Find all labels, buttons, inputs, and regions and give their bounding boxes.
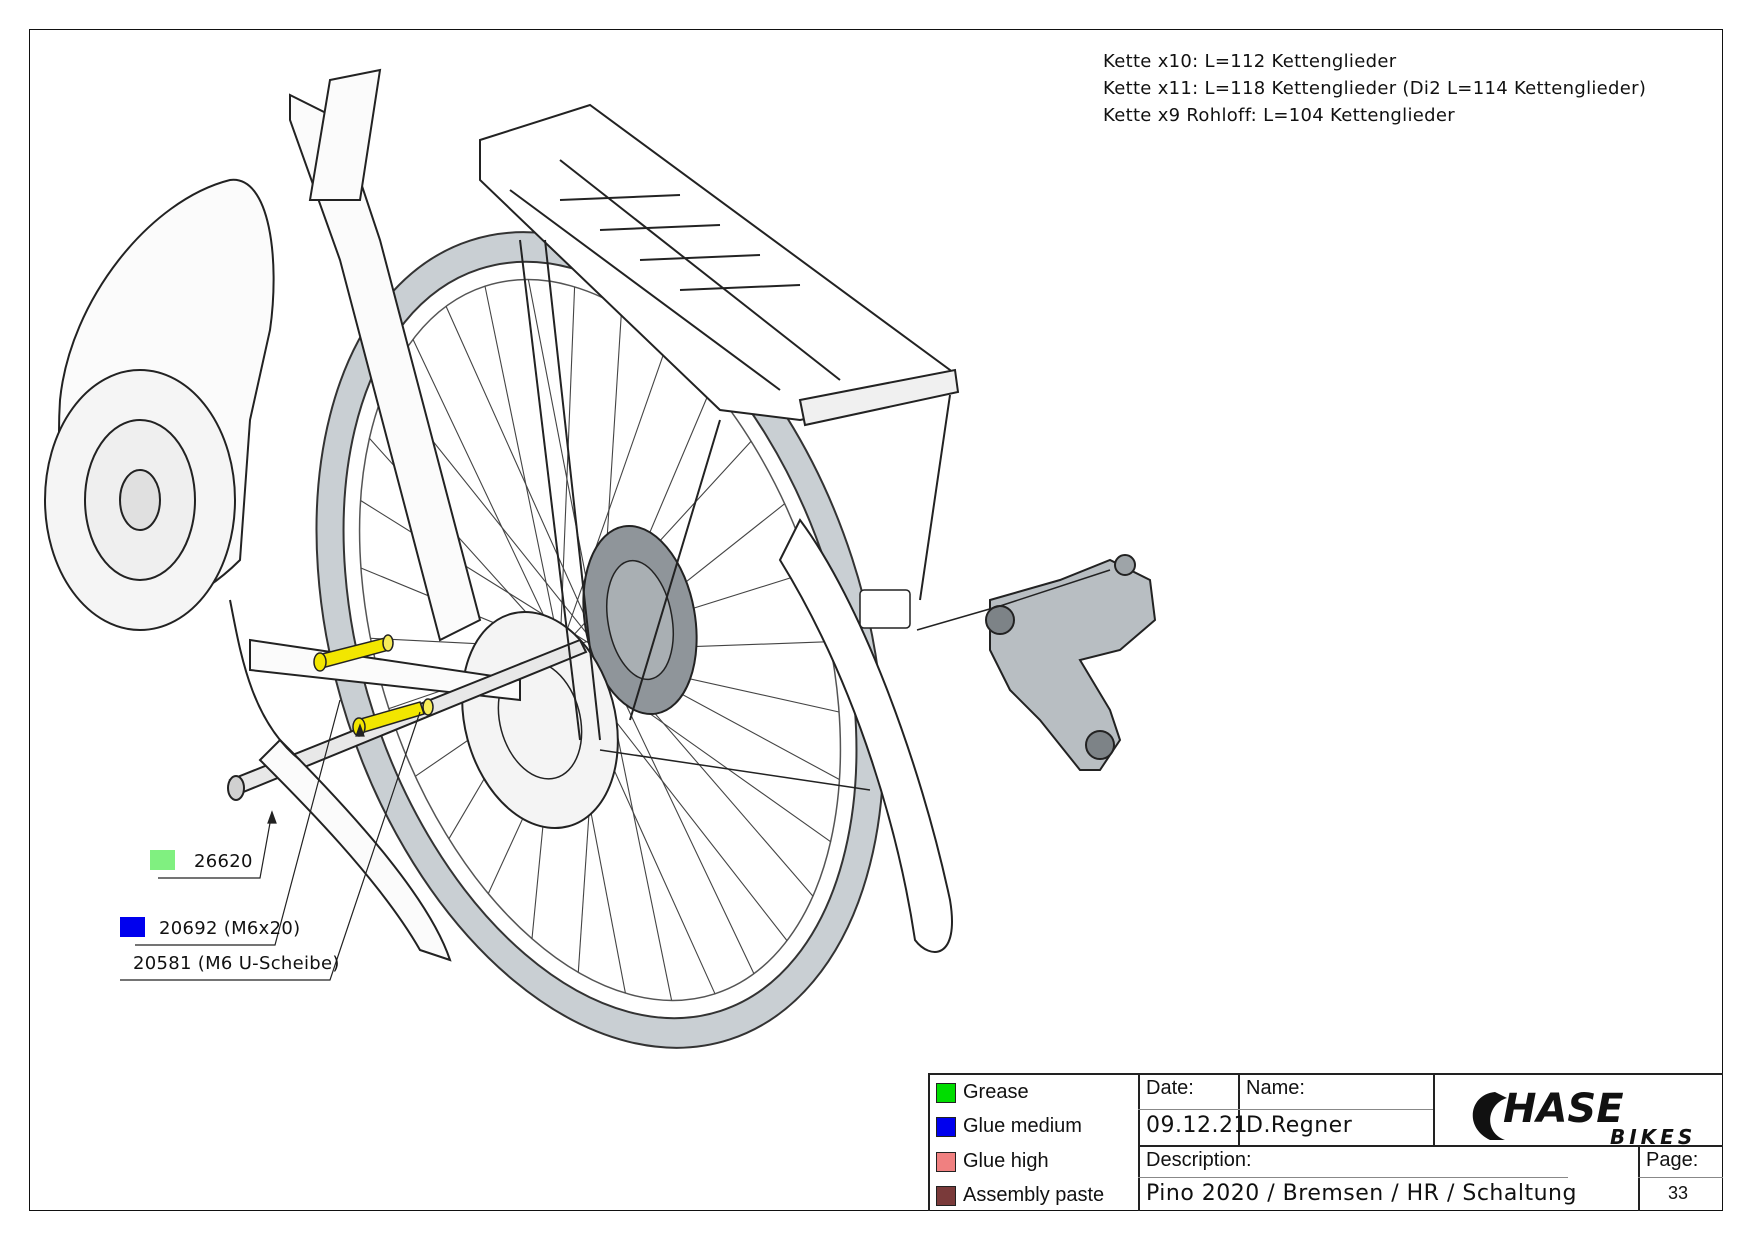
legend-glue-medium: Glue medium bbox=[963, 1115, 1082, 1137]
screw-parts bbox=[313, 634, 434, 737]
legend-glue-high: Glue high bbox=[963, 1150, 1049, 1172]
derailleur-drawing bbox=[985, 554, 1157, 771]
leader-lines bbox=[120, 699, 421, 981]
spoke bbox=[559, 341, 669, 651]
page-label: Page: bbox=[1646, 1149, 1699, 1171]
name-value: D.Regner bbox=[1246, 1113, 1353, 1138]
grease-swatch bbox=[150, 850, 175, 870]
spoke bbox=[412, 339, 561, 651]
chain-notes: Kette x10: L=112 Kettenglieder Kette x11… bbox=[1103, 48, 1646, 129]
hase-bikes-logo: HASE BIKES bbox=[1472, 1086, 1696, 1148]
frame-drawing bbox=[44, 68, 588, 962]
description-value: Pino 2020 / Bremsen / HR / Schaltung bbox=[1146, 1181, 1577, 1206]
legend-swatch-glue-high bbox=[936, 1152, 956, 1172]
callout-26620: 26620 bbox=[194, 851, 253, 872]
spoke bbox=[445, 306, 601, 651]
legend-grease: Grease bbox=[963, 1081, 1029, 1103]
spoke bbox=[484, 286, 561, 651]
callout-20692: 20692 (M6x20) bbox=[159, 918, 301, 939]
rack-drawing bbox=[479, 103, 960, 741]
callout-20581: 20581 (M6 U-Scheibe) bbox=[133, 953, 340, 974]
note-line: Kette x9 Rohloff: L=104 Kettenglieder bbox=[1103, 105, 1455, 126]
wheel-drawing bbox=[315, 231, 885, 1049]
date-label: Date: bbox=[1146, 1077, 1194, 1099]
note-line: Kette x10: L=112 Kettenglieder bbox=[1103, 51, 1397, 72]
logo-sub-text: BIKES bbox=[1610, 1125, 1696, 1148]
logo-main-text: HASE bbox=[1503, 1086, 1624, 1132]
page-number: 33 bbox=[1668, 1183, 1689, 1203]
legend-swatch-glue-medium bbox=[936, 1117, 956, 1137]
description-label: Description: bbox=[1146, 1149, 1252, 1171]
fender-drawing bbox=[778, 518, 953, 953]
legend-swatch-assembly-paste bbox=[936, 1186, 956, 1206]
glue-medium-swatch bbox=[120, 917, 145, 937]
sheet-border bbox=[29, 29, 1723, 1211]
name-label: Name: bbox=[1246, 1077, 1305, 1099]
title-block: Grease Glue medium Glue high Assembly pa… bbox=[928, 1073, 1723, 1211]
legend-assembly-paste: Assembly paste bbox=[963, 1184, 1105, 1206]
note-line: Kette x11: L=118 Kettenglieder (Di2 L=11… bbox=[1103, 78, 1647, 99]
legend-swatch-grease bbox=[936, 1083, 956, 1103]
date-value: 09.12.21 bbox=[1146, 1113, 1248, 1138]
